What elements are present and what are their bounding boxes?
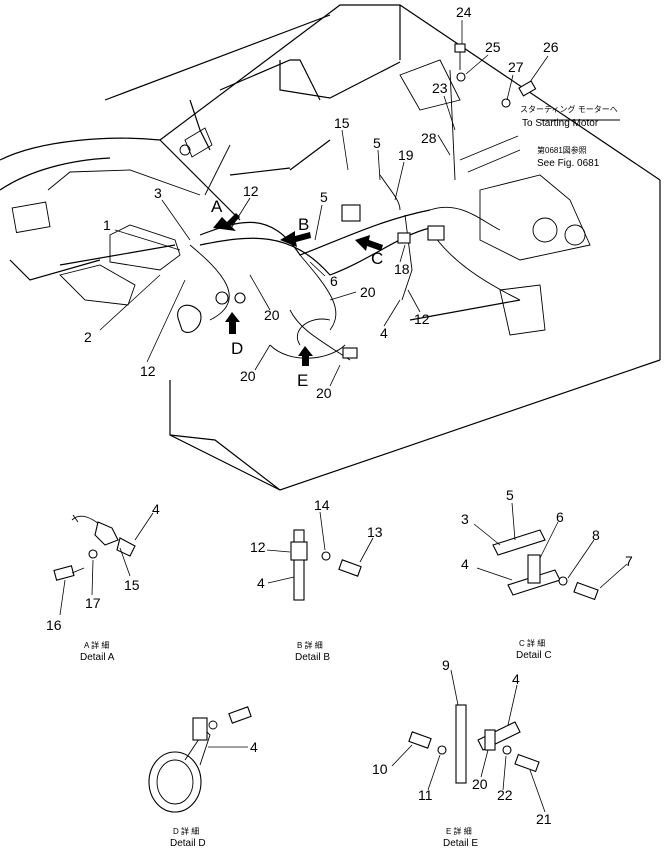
machine-body [0,4,661,491]
arrow-label-a: A [211,197,223,216]
callout-5a: 5 [373,135,381,151]
detail-e-callout-4: 4 [512,671,520,687]
detail-c-caption: Detail C [516,650,552,661]
detail-e-callout-11: 11 [418,787,433,803]
callout-28: 28 [421,130,437,146]
callout-1: 1 [103,217,111,233]
detail-e-callout-9: 9 [442,657,450,673]
detail-c-caption-jp: C 詳 細 [519,638,545,648]
detail-b-caption: Detail B [295,652,330,663]
detail-a-callout-4: 4 [152,501,160,517]
detail-c-callout-3: 3 [461,511,469,527]
arrow-label-b: B [298,215,309,234]
detail-b-callout-12: 12 [250,539,266,555]
arrow-label-d: D [231,339,243,358]
battery-area [11,127,213,306]
arrow-c-icon [355,235,383,251]
detail-b: 14 13 12 4 B 詳 細 Detail B [250,497,383,663]
callout-20c: 20 [240,368,256,384]
callout-5b: 5 [320,189,328,205]
leader-lines [99,20,549,387]
callout-4: 4 [380,325,388,341]
callout-15: 15 [334,115,350,131]
detail-c: 5 3 6 8 4 7 C 詳 細 Detail C [461,487,633,661]
detail-a-caption-jp: A 詳 細 [84,640,109,650]
arrow-label-c: C [371,249,383,268]
callout-23: 23 [432,80,448,96]
fastener-stack [454,43,537,108]
detail-a-callout-17: 17 [85,595,101,611]
detail-e-callout-21: 21 [536,811,552,827]
detail-b-callout-14: 14 [314,497,330,513]
arrow-d-icon [225,312,240,334]
arrow-a-icon [213,213,240,231]
detail-a-callout-16: 16 [46,617,62,633]
starting-motor-note-en: To Starting Motor [522,118,599,129]
callout-12c: 12 [414,311,430,327]
detail-c-callout-5: 5 [506,487,514,503]
detail-b-caption-jp: B 詳 細 [297,640,323,650]
callout-3: 3 [154,185,162,201]
detail-d-caption: Detail D [170,838,206,849]
arrow-letters: A B C D E [211,197,383,390]
detail-b-callout-4: 4 [257,575,265,591]
arrow-e-icon [298,346,313,366]
detail-d-callout-4: 4 [250,739,258,755]
callout-6: 6 [330,273,338,289]
detail-e-callout-20: 20 [472,776,488,792]
detail-c-callout-8: 8 [592,527,600,543]
annotations: スターティング モーターへ To Starting Motor 第0681図参照… [520,104,618,169]
callout-20a: 20 [360,284,376,300]
callout-12a: 12 [243,183,259,199]
detail-e-callout-10: 10 [372,761,388,777]
callout-27: 27 [508,59,524,75]
see-fig-note-en: See Fig. 0681 [537,158,600,169]
arrow-b-icon [280,231,311,247]
detail-a-caption: Detail A [80,652,115,663]
callout-20b: 20 [264,307,280,323]
starting-motor-area [177,59,591,359]
starting-motor-note-jp: スターティング モーターへ [520,104,618,114]
detail-b-callout-13: 13 [367,524,383,540]
detail-a-callout-15: 15 [124,577,140,593]
callout-24: 24 [456,4,472,20]
callout-18: 18 [394,261,410,277]
callout-25: 25 [485,39,501,55]
callout-2: 2 [84,329,92,345]
direction-arrows [213,213,383,366]
arrow-label-e: E [297,371,308,390]
detail-a: 4 15 16 17 A 詳 細 Detail A [46,501,160,663]
detail-c-callout-7: 7 [625,553,633,569]
detail-d: 4 D 詳 細 Detail D [148,706,258,849]
callout-numbers: 24 25 26 27 23 28 15 5 19 3 12 5 1 18 6 … [84,4,559,401]
callout-26: 26 [543,39,559,55]
detail-e-caption: Detail E [443,838,478,849]
detail-c-callout-6: 6 [556,509,564,525]
callout-12b: 12 [140,363,156,379]
detail-e-caption-jp: E 詳 細 [446,826,472,836]
detail-d-caption-jp: D 詳 細 [173,826,199,836]
callout-19: 19 [398,147,414,163]
detail-e: 9 4 10 11 20 22 21 E 詳 細 Detail E [372,657,552,849]
detail-c-callout-4: 4 [461,556,469,572]
callout-20d: 20 [316,385,332,401]
detail-e-callout-22: 22 [497,787,513,803]
see-fig-note-jp: 第0681図参照 [537,145,587,155]
